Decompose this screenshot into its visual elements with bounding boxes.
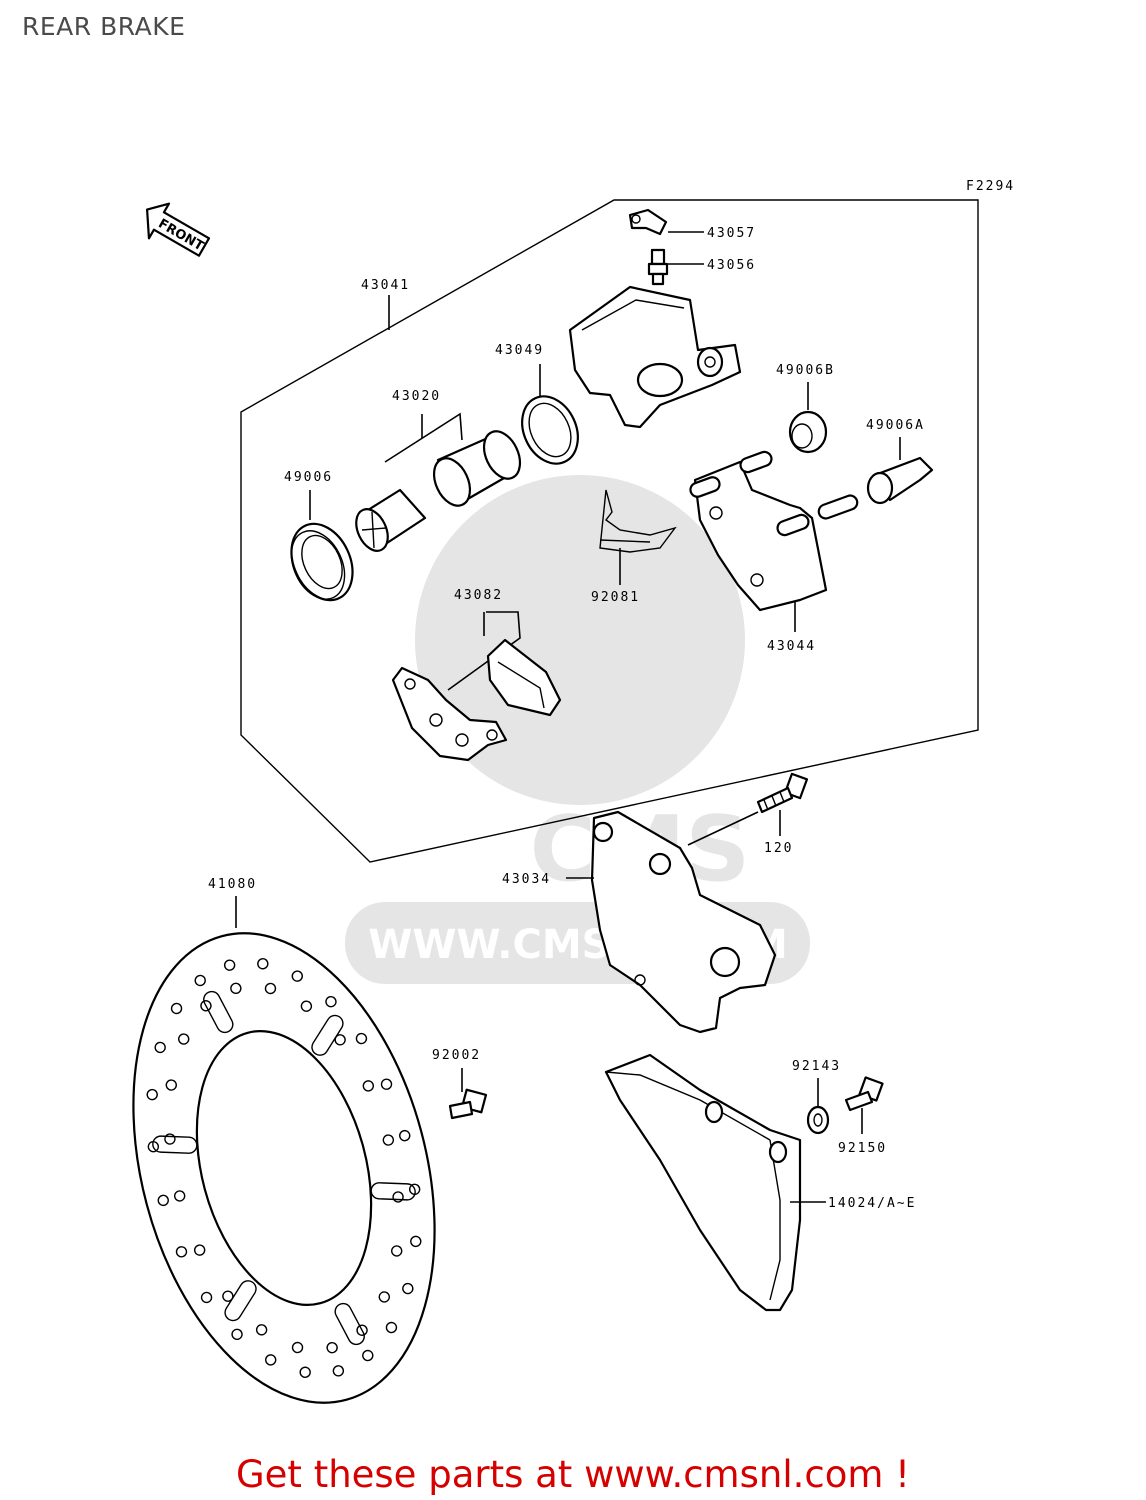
piston-seal	[521, 395, 579, 465]
disc-bolt	[448, 1088, 488, 1120]
part-label-92143: 92143	[792, 1059, 841, 1074]
disc-vent-hole	[334, 1034, 346, 1046]
disc-vent-hole	[193, 1244, 206, 1256]
disc-vent-hole	[255, 1324, 268, 1336]
dust-seal	[290, 522, 354, 602]
disc-vent-hole	[165, 1079, 177, 1091]
disc-vent-hole	[200, 1000, 212, 1012]
disc-vent-hole	[194, 974, 206, 987]
brake-pad-front	[391, 666, 508, 762]
disc-slot	[203, 990, 234, 1034]
part-label-41080: 41080	[208, 877, 257, 892]
pad-spring	[599, 489, 677, 553]
disc-slot	[311, 1014, 344, 1056]
part-label-120: 120	[764, 841, 793, 856]
disc-vent-hole	[332, 1365, 345, 1377]
front-arrow-icon: FRONT	[145, 202, 211, 257]
pin-boot-b	[788, 410, 828, 454]
disc-slot	[334, 1302, 365, 1346]
disc-vent-hole	[410, 1235, 422, 1248]
disc-vent-hole	[170, 1002, 183, 1015]
disc-vent-hole	[385, 1321, 398, 1334]
disc-vent-hole	[291, 970, 303, 982]
part-label-49006B: 49006B	[776, 363, 835, 378]
part-label-92081: 92081	[591, 590, 640, 605]
caliper-assembly-frame	[240, 199, 979, 863]
disc-slot	[370, 1182, 416, 1201]
disc-vent-hole	[362, 1080, 375, 1092]
mounting-bolt-120	[756, 772, 809, 814]
disc-vent-hole	[173, 1190, 186, 1202]
caliper-bracket	[689, 450, 859, 612]
disc-guard	[604, 1053, 802, 1312]
disc-vent-hole	[157, 1194, 169, 1207]
part-label-49006A: 49006A	[866, 418, 925, 433]
disc-vent-hole	[392, 1191, 404, 1203]
disc-vent-hole	[355, 1032, 368, 1045]
disc-vent-hole	[154, 1041, 166, 1054]
disc-vent-hole	[178, 1033, 190, 1045]
page-title: REAR BRAKE	[22, 12, 186, 41]
disc-vent-hole	[231, 1328, 243, 1341]
disc-vent-hole	[356, 1324, 368, 1336]
disc-vent-hole	[291, 1341, 304, 1354]
brake-piston	[432, 430, 522, 507]
bleeder-cap	[628, 208, 668, 236]
disc-vent-hole	[402, 1282, 414, 1295]
disc-vent-hole	[299, 1366, 311, 1378]
disc-vent-hole	[257, 958, 269, 970]
disc-slot	[224, 1280, 257, 1322]
collar	[806, 1105, 830, 1135]
disc-vent-hole	[362, 1349, 374, 1362]
part-label-43082: 43082	[454, 588, 503, 603]
disc-vent-hole	[380, 1078, 393, 1090]
disc-vent-hole	[326, 1341, 338, 1354]
part-label-43056: 43056	[707, 258, 756, 273]
disc-vent-hole	[264, 982, 277, 995]
part-label-14024: 14024/A~E	[828, 1196, 916, 1211]
part-label-43049: 43049	[495, 343, 544, 358]
disc-vent-hole	[223, 959, 236, 971]
caliper-body	[568, 285, 742, 429]
disc-vent-hole	[408, 1183, 421, 1196]
part-label-43034: 43034	[502, 872, 551, 887]
disc-vent-hole	[325, 995, 337, 1008]
part-label-49006: 49006	[284, 470, 333, 485]
disc-vent-hole	[265, 1354, 277, 1366]
piston-insulator	[355, 488, 427, 552]
disc-vent-hole	[222, 1290, 234, 1302]
disc-vent-hole	[175, 1246, 188, 1258]
disc-slot	[152, 1135, 198, 1154]
part-label-43020: 43020	[392, 389, 441, 404]
disc-vent-hole	[230, 982, 242, 995]
disc-vent-hole	[382, 1134, 395, 1146]
disc-vent-hole	[200, 1291, 213, 1304]
disc-vent-hole	[146, 1088, 158, 1101]
disc-vent-hole	[147, 1140, 160, 1153]
part-label-92002: 92002	[432, 1048, 481, 1063]
brake-disc	[132, 932, 436, 1404]
part-label-43057: 43057	[707, 226, 756, 241]
footer-link[interactable]: Get these parts at www.cmsnl.com !	[235, 1453, 910, 1496]
pin-boot-a	[866, 456, 934, 505]
part-label-43044: 43044	[767, 639, 816, 654]
disc-vent-hole	[378, 1291, 390, 1303]
disc-vent-hole	[300, 1000, 313, 1012]
part-label-43041: 43041	[361, 278, 410, 293]
guard-bolt	[844, 1076, 884, 1112]
disc-vent-hole	[399, 1129, 411, 1142]
bleeder-valve	[647, 248, 669, 286]
disc-vent-hole	[391, 1245, 403, 1257]
disc-vent-hole	[164, 1133, 176, 1145]
brake-pad-rear	[486, 638, 562, 717]
caliper-mount-plate	[590, 810, 777, 1034]
figure-code: F2294	[966, 179, 1015, 194]
part-label-92150: 92150	[838, 1141, 887, 1156]
